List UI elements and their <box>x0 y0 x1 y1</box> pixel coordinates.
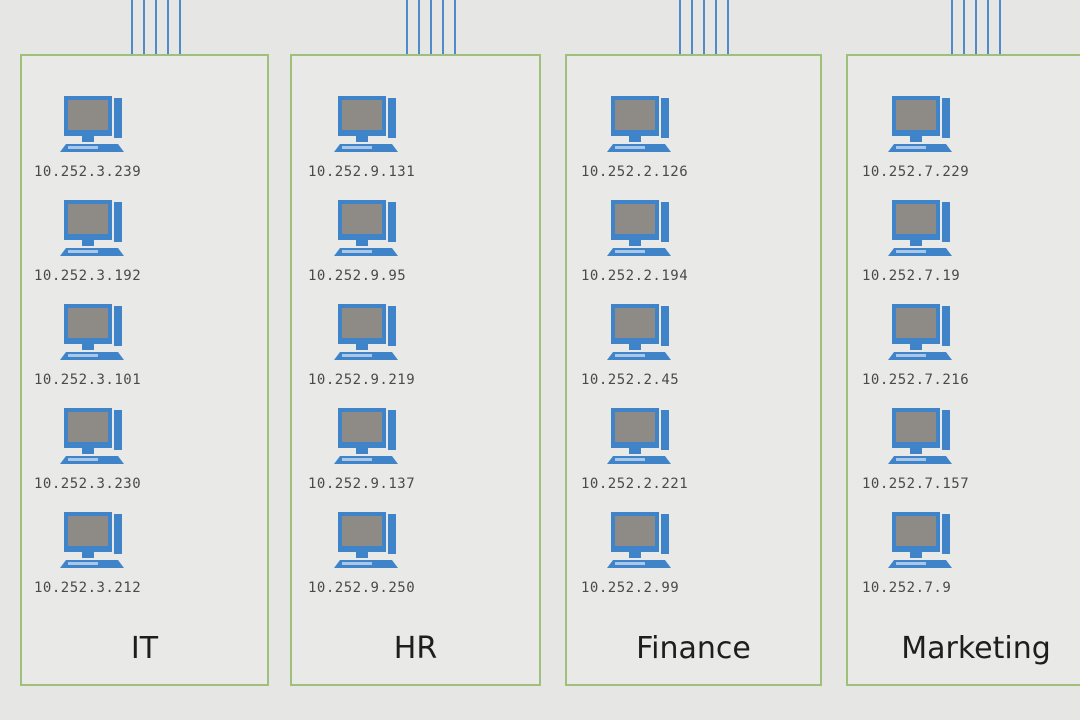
host-node[interactable]: 10.252.3.192 <box>34 198 184 298</box>
host-node[interactable]: 10.252.7.9 <box>862 510 1012 610</box>
host-ip-label: 10.252.3.230 <box>34 476 142 492</box>
host-ip-label: 10.252.2.99 <box>581 580 680 596</box>
host-ip-label: 10.252.2.194 <box>581 268 689 284</box>
host-ip-label: 10.252.9.250 <box>308 580 416 596</box>
host-ip-label: 10.252.9.219 <box>308 372 416 388</box>
group-3: 10.252.7.229 10.252.7.19 10.252.7.216 10.25… <box>846 54 1080 686</box>
host-node[interactable]: 10.252.7.216 <box>862 302 1012 402</box>
host-ip-label: 10.252.7.229 <box>862 164 970 180</box>
group-0: 10.252.3.239 10.252.3.192 10.252.3.101 10.2… <box>20 54 269 686</box>
computer-icon <box>334 200 398 256</box>
host-node[interactable]: 10.252.2.221 <box>581 406 731 506</box>
host-ip-label: 10.252.9.95 <box>308 268 407 284</box>
host-ip-label: 10.252.7.19 <box>862 268 961 284</box>
host-node[interactable]: 10.252.9.131 <box>308 94 458 194</box>
host-ip-label: 10.252.2.126 <box>581 164 689 180</box>
host-node[interactable]: 10.252.2.45 <box>581 302 731 402</box>
computer-icon <box>607 200 671 256</box>
host-ip-label: 10.252.3.101 <box>34 372 142 388</box>
host-node[interactable]: 10.252.9.95 <box>308 198 458 298</box>
host-node[interactable]: 10.252.3.212 <box>34 510 184 610</box>
host-ip-label: 10.252.7.9 <box>862 580 952 596</box>
host-ip-label: 10.252.2.221 <box>581 476 689 492</box>
group-label: HR <box>393 631 438 666</box>
computer-icon <box>888 96 952 152</box>
host-node[interactable]: 10.252.3.230 <box>34 406 184 506</box>
computer-icon <box>60 96 124 152</box>
computer-icon <box>888 512 952 568</box>
host-ip-label: 10.252.3.239 <box>34 164 142 180</box>
group-label: Marketing <box>901 631 1051 666</box>
group-2: 10.252.2.126 10.252.2.194 10.252.2.45 10.25… <box>565 54 822 686</box>
host-node[interactable]: 10.252.7.229 <box>862 94 1012 194</box>
computer-icon <box>60 512 124 568</box>
computer-icon <box>60 200 124 256</box>
host-node[interactable]: 10.252.9.137 <box>308 406 458 506</box>
computer-icon <box>888 200 952 256</box>
computer-icon <box>334 304 398 360</box>
computer-icon <box>888 408 952 464</box>
host-node[interactable]: 10.252.3.101 <box>34 302 184 402</box>
host-ip-label: 10.252.2.45 <box>581 372 680 388</box>
host-node[interactable]: 10.252.2.99 <box>581 510 731 610</box>
computer-icon <box>607 304 671 360</box>
host-ip-label: 10.252.7.157 <box>862 476 970 492</box>
host-node[interactable]: 10.252.7.19 <box>862 198 1012 298</box>
computer-icon <box>607 408 671 464</box>
host-node[interactable]: 10.252.2.194 <box>581 198 731 298</box>
computer-icon <box>607 96 671 152</box>
host-node[interactable]: 10.252.2.126 <box>581 94 731 194</box>
host-ip-label: 10.252.9.131 <box>308 164 416 180</box>
host-node[interactable]: 10.252.9.250 <box>308 510 458 610</box>
group-label: Finance <box>636 631 751 666</box>
computer-icon <box>60 304 124 360</box>
host-ip-label: 10.252.9.137 <box>308 476 416 492</box>
host-node[interactable]: 10.252.3.239 <box>34 94 184 194</box>
group-1: 10.252.9.131 10.252.9.95 10.252.9.219 10.25… <box>290 54 541 686</box>
host-node[interactable]: 10.252.7.157 <box>862 406 1012 506</box>
computer-icon <box>334 408 398 464</box>
computer-icon <box>60 408 124 464</box>
host-ip-label: 10.252.3.192 <box>34 268 142 284</box>
host-ip-label: 10.252.7.216 <box>862 372 970 388</box>
computer-icon <box>334 512 398 568</box>
computer-icon <box>334 96 398 152</box>
computer-icon <box>888 304 952 360</box>
host-node[interactable]: 10.252.9.219 <box>308 302 458 402</box>
host-ip-label: 10.252.3.212 <box>34 580 142 596</box>
computer-icon <box>607 512 671 568</box>
group-label: IT <box>130 631 159 666</box>
